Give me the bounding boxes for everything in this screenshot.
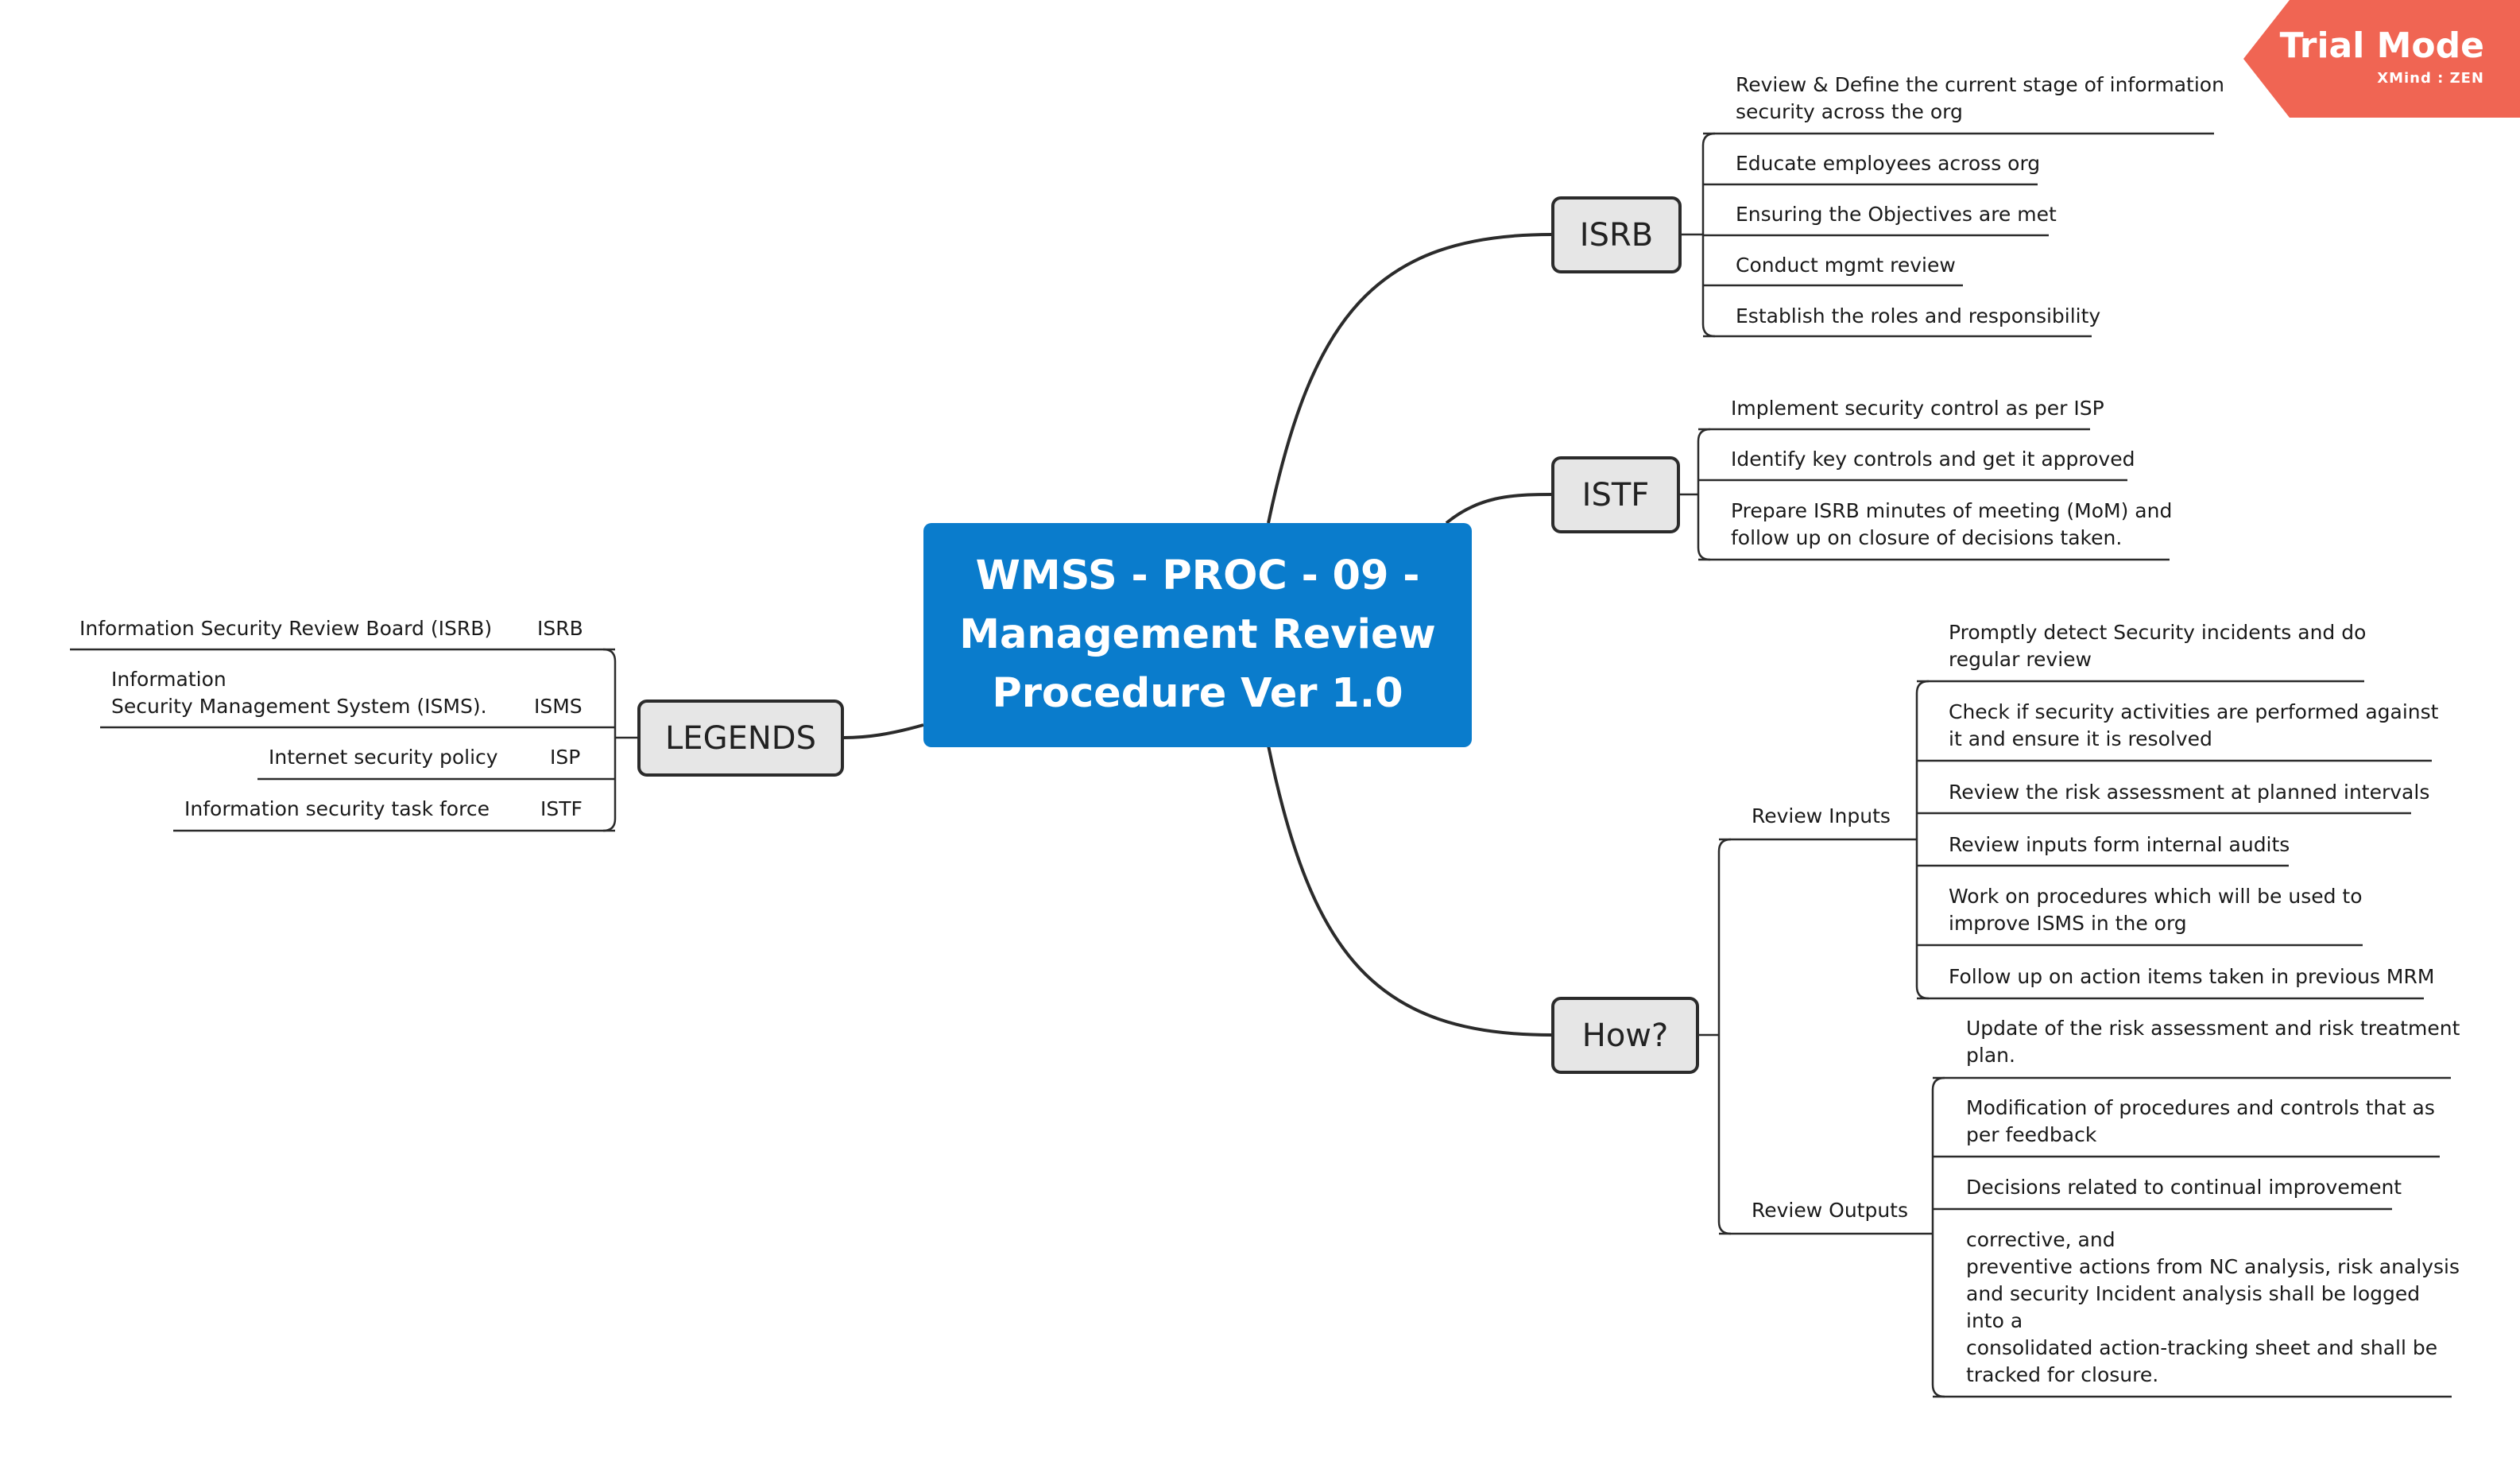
legend-abbr: ISMS: [534, 695, 583, 718]
istf-item[interactable]: Prepare ISRB minutes of meeting (MoM) an…: [1731, 499, 2173, 549]
review-output-item[interactable]: corrective, and preventive actions from …: [1966, 1228, 2460, 1386]
isrb-item[interactable]: Establish the roles and responsibility: [1736, 304, 2101, 327]
legend-abbr: ISRB: [537, 617, 583, 640]
review-input-item[interactable]: Review the risk assessment at planned in…: [1949, 781, 2430, 804]
review-input-item[interactable]: Review inputs form internal audits: [1949, 833, 2290, 856]
connector-legends: [843, 723, 924, 739]
trial-mode-subtitle: XMind : ZEN: [2377, 70, 2484, 87]
review-output-item[interactable]: Update of the risk assessment and risk t…: [1966, 1017, 2460, 1067]
review-input-item[interactable]: Check if security activities are perform…: [1949, 700, 2439, 750]
subtopic-review-outputs[interactable]: Review Outputs: [1752, 1199, 1909, 1222]
legend-desc: Information Security Management System (…: [111, 668, 487, 718]
legend-desc: Internet security policy: [269, 746, 498, 769]
topic-legends[interactable]: LEGENDS: [637, 700, 844, 777]
legend-abbr: ISP: [550, 746, 581, 769]
isrb-item[interactable]: Ensuring the Objectives are met: [1736, 203, 2057, 226]
isrb-item[interactable]: Educate employees across org: [1736, 152, 2041, 175]
trial-mode-title: Trial Mode: [2279, 25, 2484, 66]
review-output-item[interactable]: Modification of procedures and controls …: [1966, 1096, 2435, 1146]
review-input-item[interactable]: Promptly detect Security incidents and d…: [1949, 621, 2367, 671]
topic-how[interactable]: How?: [1551, 997, 1699, 1074]
review-input-item[interactable]: Follow up on action items taken in previ…: [1949, 965, 2435, 988]
legend-abbr: ISTF: [540, 797, 583, 820]
connector-istf: [1445, 493, 1552, 525]
isrb-item[interactable]: Conduct mgmt review: [1736, 254, 1956, 277]
istf-item[interactable]: Implement security control as per ISP: [1731, 397, 2104, 420]
istf-item[interactable]: Identify key controls and get it approve…: [1731, 448, 2135, 471]
topic-isrb[interactable]: ISRB: [1551, 196, 1682, 273]
review-output-item[interactable]: Decisions related to continual improveme…: [1966, 1176, 2402, 1199]
connector-isrb: [1267, 233, 1552, 524]
legend-desc: Information security task force: [184, 797, 490, 820]
isrb-item[interactable]: Review & Define the current stage of inf…: [1736, 73, 2224, 123]
legend-desc: Information Security Review Board (ISRB): [79, 617, 493, 640]
trial-mode-badge: Trial Mode XMind : ZEN: [2243, 0, 2520, 118]
review-input-item[interactable]: Work on procedures which will be used to…: [1949, 885, 2363, 935]
connector-how: [1267, 745, 1552, 1037]
badge-shape-icon: [2243, 0, 2520, 118]
central-topic[interactable]: WMSS - PROC - 09 - Management Review Pro…: [923, 523, 1472, 747]
subtopic-review-inputs[interactable]: Review Inputs: [1752, 804, 1891, 827]
topic-istf[interactable]: ISTF: [1551, 456, 1680, 533]
